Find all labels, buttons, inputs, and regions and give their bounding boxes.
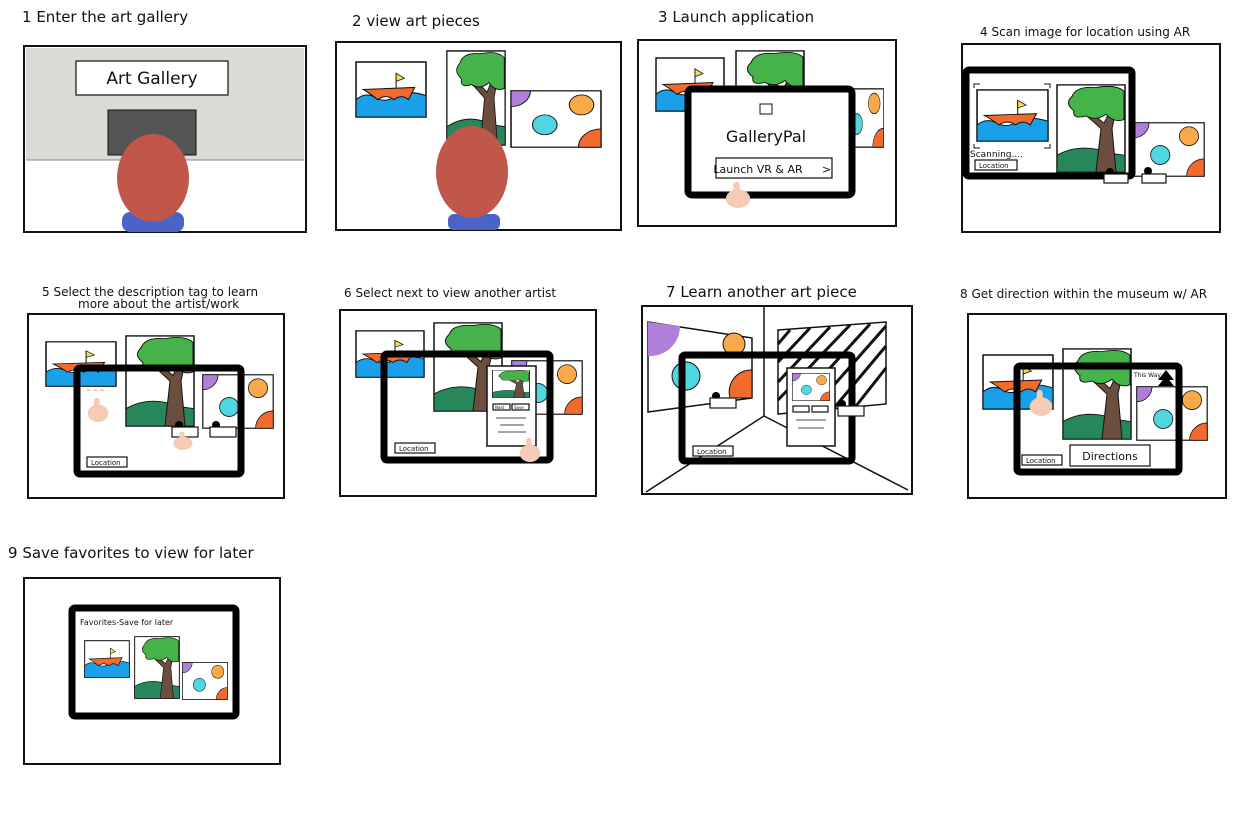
scanning-status: Scanning.... — [970, 150, 1023, 160]
favorite-item[interactable] — [134, 636, 180, 699]
svg-text:Directions: Directions — [1082, 450, 1138, 463]
boat-painting — [355, 61, 427, 118]
panel-7: 7 Learn another art piece Location — [641, 283, 913, 495]
app-name: GalleryPal — [726, 127, 806, 146]
description-tag[interactable] — [837, 405, 865, 417]
save-button[interactable] — [511, 403, 530, 411]
panel-1: 1 Enter the art gallery Art Gallery — [22, 8, 307, 233]
svg-text:Location: Location — [399, 445, 429, 453]
svg-text:Launch VR & AR: Launch VR & AR — [713, 163, 803, 176]
description-tag[interactable] — [171, 426, 199, 438]
svg-text:Save: Save — [514, 405, 524, 410]
favorites-header: Favorites-Save for later — [80, 618, 174, 627]
panel-3-caption: 3 Launch application — [658, 8, 814, 26]
panel-8-caption: 8 Get direction within the museum w/ AR — [960, 287, 1207, 301]
svg-text:~ ~ ~: ~ ~ ~ — [86, 387, 105, 394]
panel-5: 5 Select the description tag to learn mo… — [27, 285, 285, 499]
svg-text:Location: Location — [1026, 457, 1056, 465]
favorite-item[interactable] — [84, 640, 130, 678]
location-button[interactable]: Location — [394, 442, 436, 454]
tablet — [73, 364, 245, 478]
next-button[interactable] — [492, 403, 511, 411]
panel-2-caption: 2 view art pieces — [352, 12, 480, 30]
visitor-head — [436, 126, 508, 218]
location-button[interactable]: Location — [1021, 454, 1063, 466]
panel-5-caption: 5 Select the description tag to learn — [42, 285, 258, 299]
location-button[interactable]: Location — [974, 159, 1018, 171]
gallery-sign-text: Art Gallery — [106, 69, 197, 89]
description-tag[interactable] — [209, 426, 237, 438]
panel-6-caption: 6 Select next to view another artist — [344, 286, 556, 300]
panel-1-caption: 1 Enter the art gallery — [22, 8, 188, 26]
chevron-right-icon: > — [822, 163, 831, 176]
circles-painting — [510, 90, 602, 148]
panel-2: 2 view art pieces — [335, 12, 622, 231]
visitor-head — [117, 134, 189, 222]
panel-3: 3 Launch application GalleryPal Launch V… — [637, 8, 897, 227]
panel-4-caption: 4 Scan image for location using AR — [980, 25, 1190, 39]
panel-8: 8 Get direction within the museum w/ AR … — [960, 287, 1227, 499]
direction-arrow-icon — [1158, 370, 1174, 386]
artist-info-phone: Next Save — [486, 365, 537, 447]
location-button[interactable]: Location — [692, 445, 734, 457]
svg-text:Location: Location — [91, 459, 121, 467]
panel-6: 6 Select next to view another artist Nex… — [339, 286, 597, 497]
artist-info-phone — [786, 367, 836, 447]
svg-text:Next: Next — [495, 405, 505, 410]
svg-text:Location: Location — [697, 448, 727, 456]
location-button[interactable]: Location — [86, 456, 128, 468]
scan-brackets — [973, 83, 1051, 149]
tablet — [1013, 362, 1183, 476]
panel-9-caption: 9 Save favorites to view for later — [8, 544, 254, 562]
description-tag[interactable] — [709, 397, 737, 409]
panel-9: 9 Save favorites to view for later Favor… — [8, 544, 281, 765]
panel-4: 4 Scan image for location using AR Scann… — [961, 25, 1221, 233]
panel-5-caption-line2: more about the artist/work — [78, 297, 239, 311]
favorite-item[interactable] — [182, 662, 228, 700]
tablet — [380, 350, 554, 464]
app-logo-icon — [759, 103, 773, 115]
panel-7-caption: 7 Learn another art piece — [666, 283, 857, 301]
svg-text:Location: Location — [979, 162, 1009, 170]
directions-button[interactable]: Directions — [1069, 444, 1151, 467]
description-tag[interactable] — [1141, 173, 1167, 184]
launch-vr-ar-button[interactable]: Launch VR & AR > — [713, 157, 833, 179]
this-way-label: This Way — [1133, 372, 1161, 379]
gallery-sign — [75, 60, 229, 96]
